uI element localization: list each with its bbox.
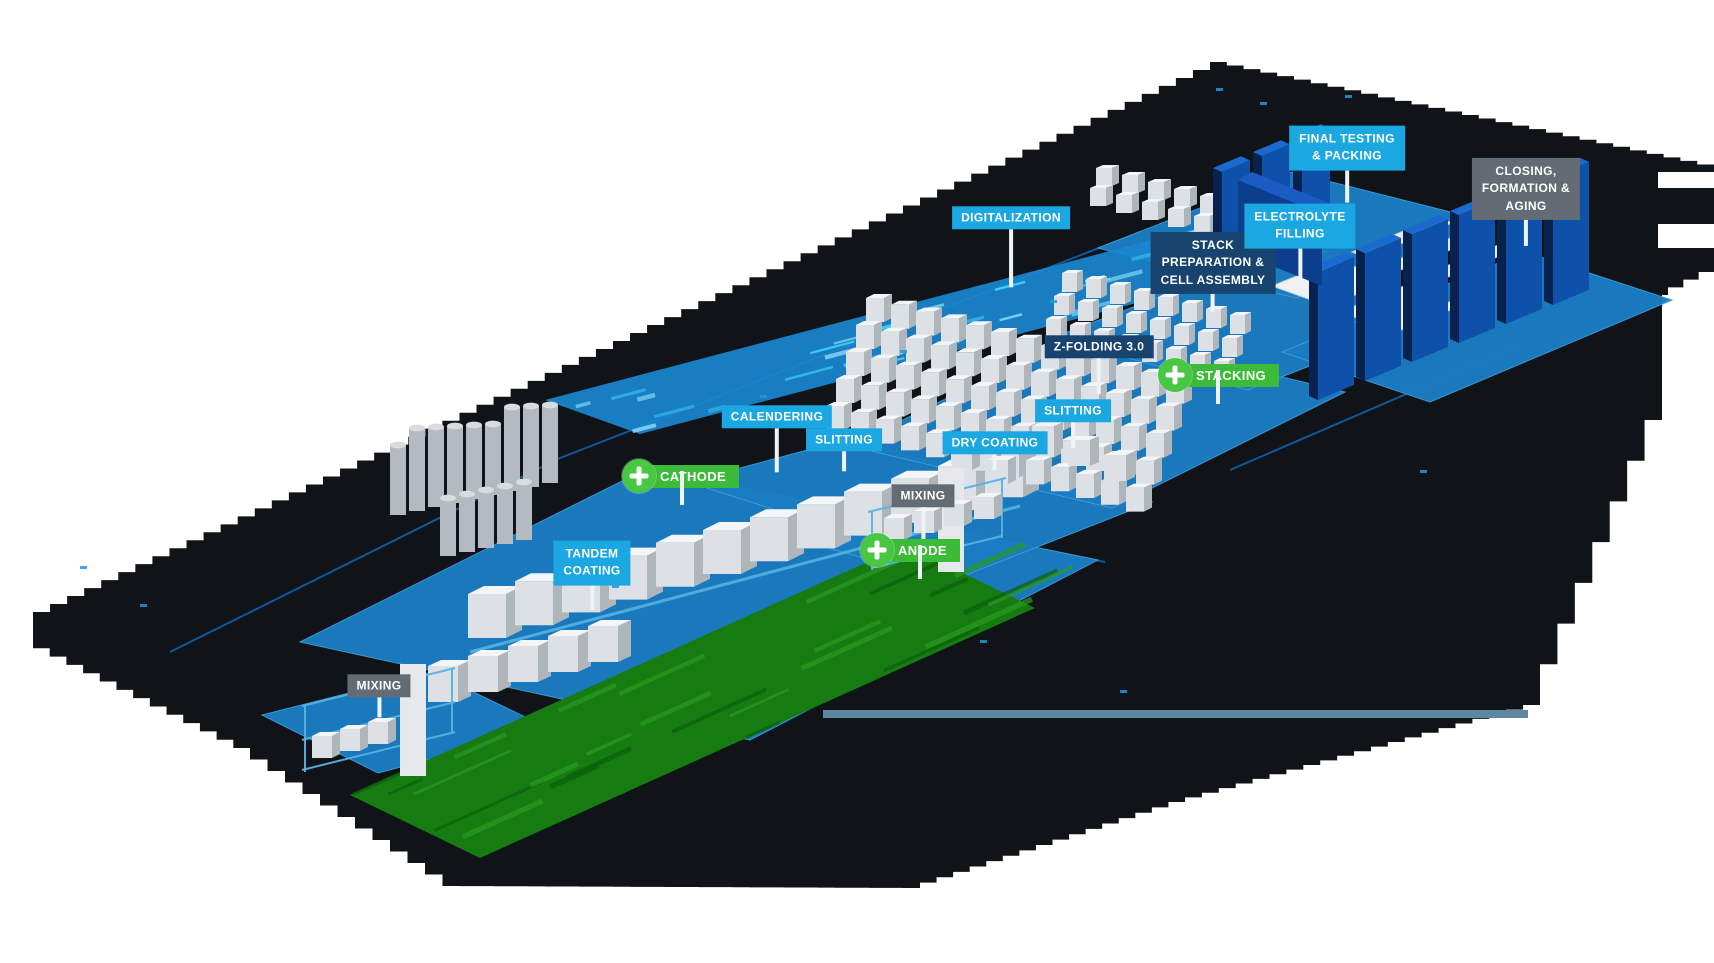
plus-icon (860, 533, 894, 567)
pin-label: STACKING (1179, 363, 1280, 387)
label-line: SLITTING (815, 432, 873, 447)
label-pointer (1298, 248, 1302, 279)
label-line: CALENDERING (730, 409, 824, 424)
label-line: MIXING (356, 678, 402, 693)
station-label-digitalization[interactable]: DIGITALIZATION (952, 206, 1070, 288)
label-pointer (376, 697, 381, 718)
label-line: ELECTROLYTE (1254, 209, 1346, 224)
label-line: DIGITALIZATION (961, 210, 1061, 225)
plus-icon (1158, 358, 1192, 392)
stacking-pin[interactable]: STACKING (1158, 358, 1280, 404)
floor-lights (80, 88, 1427, 693)
label-pointer (680, 471, 684, 505)
label-pointer (1216, 370, 1220, 404)
label-pointer (775, 428, 779, 473)
label-line: Z-FOLDING 3.0 (1053, 339, 1145, 354)
station-label-z-folding[interactable]: Z-FOLDING 3.0 (1044, 335, 1154, 395)
label-line: AGING (1505, 198, 1547, 213)
plus-icon (622, 459, 656, 493)
label-pointer (1345, 170, 1349, 203)
label-line: FILLING (1275, 227, 1325, 241)
label-line: FORMATION & (1481, 181, 1571, 196)
station-label-electrolyte-filling[interactable]: ELECTROLYTE FILLING (1244, 203, 1356, 279)
station-label-closing-formation-aging[interactable]: CLOSING, FORMATION & AGING (1471, 157, 1581, 247)
station-label-mixing-anode[interactable]: MIXING (891, 484, 955, 542)
cathode-pin[interactable]: CATHODE (622, 459, 740, 505)
label-pointer (920, 507, 925, 542)
label-line: COATING (563, 564, 621, 578)
station-label-slitting-cathode[interactable]: SLITTING (806, 428, 882, 472)
label-pointer (1009, 229, 1013, 288)
pin-label: CATHODE (643, 464, 740, 488)
label-line: CLOSING, (1495, 163, 1557, 178)
label-pointer (1071, 422, 1075, 449)
anode-pin[interactable]: ANODE (860, 533, 960, 579)
green-floor-strip (350, 541, 1074, 858)
label-line: SLITTING (1044, 403, 1102, 418)
label-pointer (1523, 220, 1528, 247)
station-label-calendering[interactable]: CALENDERING (721, 405, 833, 473)
machinery (301, 165, 1514, 776)
label-pointer (992, 454, 997, 471)
label-pointer (918, 545, 922, 579)
label-line: PREPARATION & (1161, 255, 1265, 270)
label-line: CELL ASSEMBLY (1160, 272, 1266, 287)
label-line: TANDEM (565, 546, 619, 561)
wall-edge (823, 710, 1528, 718)
label-pointer (590, 585, 594, 610)
label-pointer (1211, 294, 1215, 313)
label-line: DRY COATING (951, 435, 1039, 450)
station-label-dry-coating[interactable]: DRY COATING (942, 431, 1048, 471)
label-line: MIXING (900, 488, 946, 503)
station-label-tandem-coating[interactable]: TANDEM COATING (553, 540, 631, 610)
formation-racks (1213, 124, 1589, 400)
label-line: & PACKING (1311, 149, 1383, 163)
label-pointer (1096, 358, 1101, 395)
station-label-final-testing[interactable]: FINAL TESTING & PACKING (1289, 125, 1405, 203)
label-pointer (842, 451, 846, 472)
label-line: FINAL TESTING (1299, 131, 1395, 146)
station-label-mixing-cathode[interactable]: MIXING (347, 674, 411, 718)
station-label-slitting-anode[interactable]: SLITTING (1035, 399, 1111, 449)
label-line: STACK (1191, 237, 1235, 252)
